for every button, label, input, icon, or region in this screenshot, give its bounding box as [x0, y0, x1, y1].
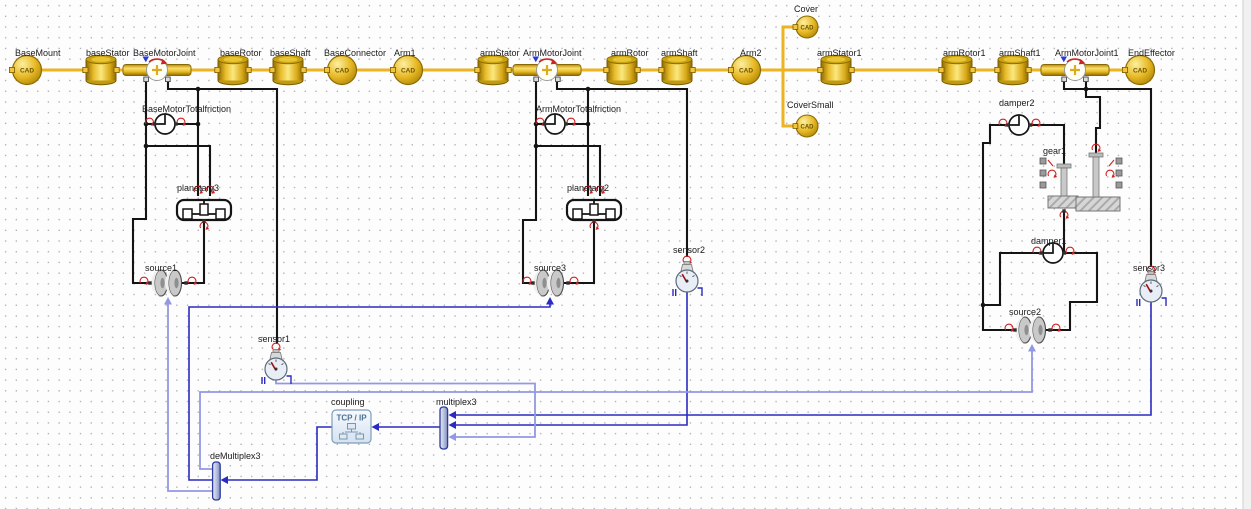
- component-arm1[interactable]: CAD: [389, 54, 424, 86]
- component-armstator1[interactable]: [817, 54, 855, 86]
- component-multiplex3[interactable]: [439, 406, 449, 450]
- label-demultiplex3: deMultiplex3: [210, 451, 261, 461]
- label-baseshaft: baseShaft: [270, 48, 311, 58]
- connection-damper1-source2-right[interactable]: [1046, 251, 1099, 332]
- connection-basejoint-axis-sensor1[interactable]: [166, 79, 279, 344]
- label-damper2: damper2: [999, 98, 1035, 108]
- label-baseconnector: BaseConnector: [324, 48, 386, 58]
- connection-sensor1-multiplex[interactable]: [275, 380, 536, 438]
- component-demultiplex3[interactable]: [211, 461, 221, 501]
- component-basemount[interactable]: CAD: [8, 54, 43, 86]
- connection-damper2-gear1[interactable]: [1029, 123, 1066, 164]
- connection-base-ladder[interactable]: [146, 144, 212, 196]
- connection-demultiplex-source2[interactable]: [199, 351, 1033, 470]
- label-planetary2: planetary2: [567, 183, 609, 193]
- connection-planetary2-source3[interactable]: [564, 221, 596, 285]
- connection-demultiplex-source1[interactable]: [167, 304, 213, 492]
- component-baseconnector[interactable]: CAD: [323, 54, 358, 86]
- connection-wristjoint-gear1[interactable]: [1084, 79, 1102, 153]
- label-source2: source2: [1009, 307, 1041, 317]
- label-basemount: BaseMount: [15, 48, 61, 58]
- mechanical-junctions: [143, 86, 1089, 308]
- svg-text:CAD: CAD: [801, 26, 815, 32]
- svg-text:CAD: CAD: [739, 68, 753, 75]
- label-coversmall: CoverSmall: [787, 100, 834, 110]
- component-baserotor[interactable]: [214, 54, 252, 86]
- label-source3: source3: [534, 263, 566, 273]
- label-arm1: Arm1: [394, 48, 416, 58]
- svg-text:CAD: CAD: [401, 68, 415, 75]
- component-labels: BaseMount baseStator BaseMotorJoint base…: [15, 4, 1175, 461]
- label-armshaft: armShaft: [661, 48, 698, 58]
- label-armstator1: armStator1: [817, 48, 862, 58]
- component-armshaft[interactable]: [658, 54, 696, 86]
- connection-wristjoint-sensor3[interactable]: [1062, 79, 1153, 267]
- label-basemotorjoint: BaseMotorJoint: [133, 48, 196, 58]
- connection-damper2-left-trunk[interactable]: [981, 123, 1019, 332]
- label-baserotor: baseRotor: [220, 48, 262, 58]
- connection-cover[interactable]: [781, 25, 794, 70]
- component-coversmall[interactable]: CAD: [792, 114, 819, 138]
- label-source1: source1: [145, 263, 177, 273]
- connection-armjoint-axis-sensor2[interactable]: [555, 79, 689, 257]
- component-endeffector[interactable]: CAD: [1121, 54, 1156, 86]
- connection-armjoint-support[interactable]: [521, 79, 538, 285]
- connection-damper1-left[interactable]: [983, 251, 1043, 307]
- svg-text:TCP / IP: TCP / IP: [336, 414, 367, 423]
- label-armshaft1: armShaft1: [999, 48, 1041, 58]
- label-armrotor1: armRotor1: [943, 48, 986, 58]
- connection-cover-small[interactable]: [781, 70, 794, 128]
- connection-sensor2-multiplex[interactable]: [456, 292, 688, 426]
- label-basestator: baseStator: [86, 48, 130, 58]
- label-sensor2: sensor2: [673, 245, 705, 255]
- svg-text:CAD: CAD: [1133, 68, 1147, 75]
- connection-coupling-demultiplex[interactable]: [228, 426, 332, 481]
- signal-connections: [167, 292, 1152, 492]
- label-arm2: Arm2: [740, 48, 762, 58]
- mechanical-connections: [131, 79, 1153, 344]
- label-armmotorjoint: ArmMotorJoint: [523, 48, 582, 58]
- label-armmotorjoint1: ArmMotorJoint1: [1055, 48, 1119, 58]
- network-icon: [339, 423, 364, 440]
- label-gear1: gear1: [1043, 146, 1066, 156]
- label-armmotortotalfriction: ArmMotorTotalfriction: [536, 104, 621, 114]
- component-arm2[interactable]: CAD: [727, 54, 762, 86]
- component-cover[interactable]: CAD: [792, 15, 819, 39]
- label-basemotortotalfriction: BaseMotorTotalfriction: [142, 104, 231, 114]
- connection-demultiplex-source3[interactable]: [188, 304, 551, 481]
- component-baseshaft[interactable]: [269, 54, 307, 86]
- label-endeffector: EndEffector: [1128, 48, 1175, 58]
- connection-arm-ladder[interactable]: [536, 144, 602, 196]
- label-sensor3: sensor3: [1133, 263, 1165, 273]
- label-planetary3: planetary3: [177, 183, 219, 193]
- svg-text:CAD: CAD: [801, 125, 815, 131]
- connection-sensor3-multiplex[interactable]: [456, 302, 1152, 416]
- label-multiplex3: multiplex3: [436, 397, 477, 407]
- connection-planetary3-source1[interactable]: [182, 221, 206, 285]
- label-cover: Cover: [794, 4, 818, 14]
- component-armrotor[interactable]: [603, 54, 641, 86]
- label-damper1: damper1: [1031, 236, 1067, 246]
- component-gear1[interactable]: [1039, 143, 1123, 220]
- component-armshaft1[interactable]: [994, 54, 1032, 86]
- label-coupling: coupling: [331, 397, 365, 407]
- component-coupling[interactable]: TCP / IP: [331, 409, 372, 444]
- svg-text:CAD: CAD: [335, 68, 349, 75]
- svg-text:CAD: CAD: [20, 68, 34, 75]
- component-armstator[interactable]: [474, 54, 512, 86]
- component-basestator[interactable]: [82, 54, 120, 86]
- label-armrotor: armRotor: [611, 48, 649, 58]
- component-armrotor1[interactable]: [938, 54, 976, 86]
- label-sensor1: sensor1: [258, 334, 290, 344]
- canvas-right-gutter: [1243, 0, 1251, 509]
- label-armstator: armStator: [480, 48, 520, 58]
